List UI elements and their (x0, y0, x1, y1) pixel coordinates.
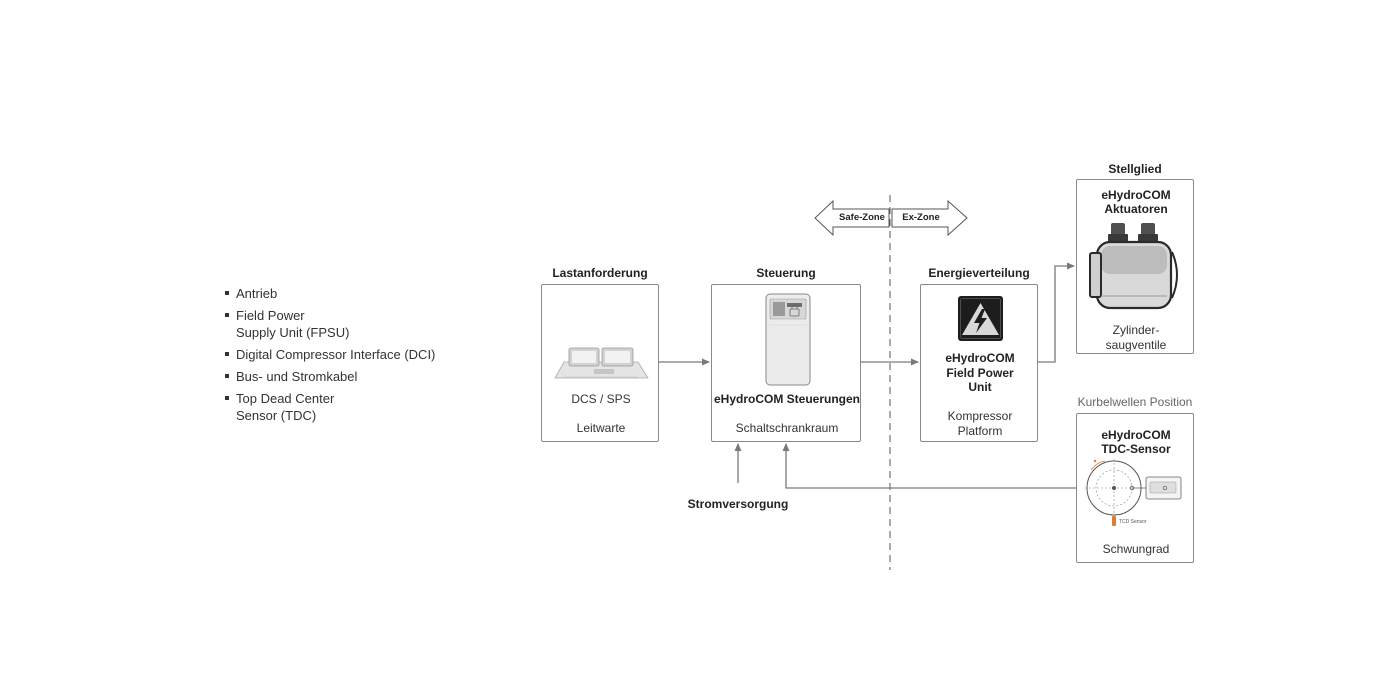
fpu-line3: Unit (968, 380, 992, 394)
fpu-line2: Field Power (946, 366, 1014, 380)
aktuatoren-line2: Aktuatoren (1104, 202, 1168, 216)
energieverteilung-box: eHydroCOM Field Power Unit Kompressor Pl… (920, 284, 1038, 442)
stromversorgung-label: Stromversorgung (687, 497, 789, 511)
safe-zone-arrow (814, 199, 890, 237)
platform-label: Platform (957, 424, 1003, 438)
lastanforderung-title: Lastanforderung (552, 266, 648, 280)
tdc-sensor-box: eHydroCOM TDC-Sensor TCD Sensor Schwungr… (1076, 413, 1194, 563)
ex-zone-arrow (891, 199, 968, 237)
arrow-tdc-steuerung (782, 443, 1076, 489)
legend-item: Bus- und Stromkabel (225, 368, 496, 385)
dcs-label: DCS / SPS (571, 392, 631, 406)
tdc-line2: TDC-Sensor (1101, 442, 1171, 456)
lastanforderung-box: DCS / SPS Leitwarte (541, 284, 659, 442)
tdc-line1: eHydroCOM (1101, 428, 1171, 442)
flywheel-icon (1085, 459, 1182, 526)
steuerung-title: Steuerung (756, 266, 816, 280)
steuerungen-label: eHydroCOM Steuerungen (713, 392, 860, 406)
cylinder-valve-icon (1089, 223, 1178, 310)
arrow-fpu-aktuator (1038, 262, 1075, 363)
control-room-icon (554, 347, 649, 379)
ex-zone-label: Ex-Zone (902, 212, 940, 223)
control-cabinet-icon (765, 293, 811, 386)
schwungrad-label: Schwungrad (1102, 542, 1170, 556)
legend-item: Digital Compressor Interface (DCI) (225, 346, 496, 363)
safe-zone-label: Safe-Zone (839, 212, 885, 223)
zylinder-label: Zylinder- (1112, 323, 1160, 337)
fpu-line1: eHydroCOM (945, 351, 1015, 365)
saugventile-label: saugventile (1105, 338, 1167, 352)
steuerung-box: eHydroCOM Steuerungen Schaltschrankraum (711, 284, 861, 442)
stellglied-title: Stellglied (1108, 162, 1162, 176)
aktuatoren-line1: eHydroCOM (1101, 188, 1171, 202)
schaltschrankraum-label: Schaltschrankraum (735, 421, 839, 435)
tcd-sensor-tag: TCD Sensor (1119, 519, 1147, 525)
high-voltage-icon (958, 296, 1003, 341)
kompressor-label: Kompressor (947, 409, 1013, 423)
leitwarte-label: Leitwarte (576, 421, 626, 435)
kurbelwellen-title: Kurbelwellen Position (1077, 395, 1193, 409)
legend-item: Antrieb (225, 285, 496, 302)
energieverteilung-title: Energieverteilung (928, 266, 1030, 280)
stellglied-box: eHydroCOM Aktuatoren Zylinder- saugventi… (1076, 179, 1194, 354)
